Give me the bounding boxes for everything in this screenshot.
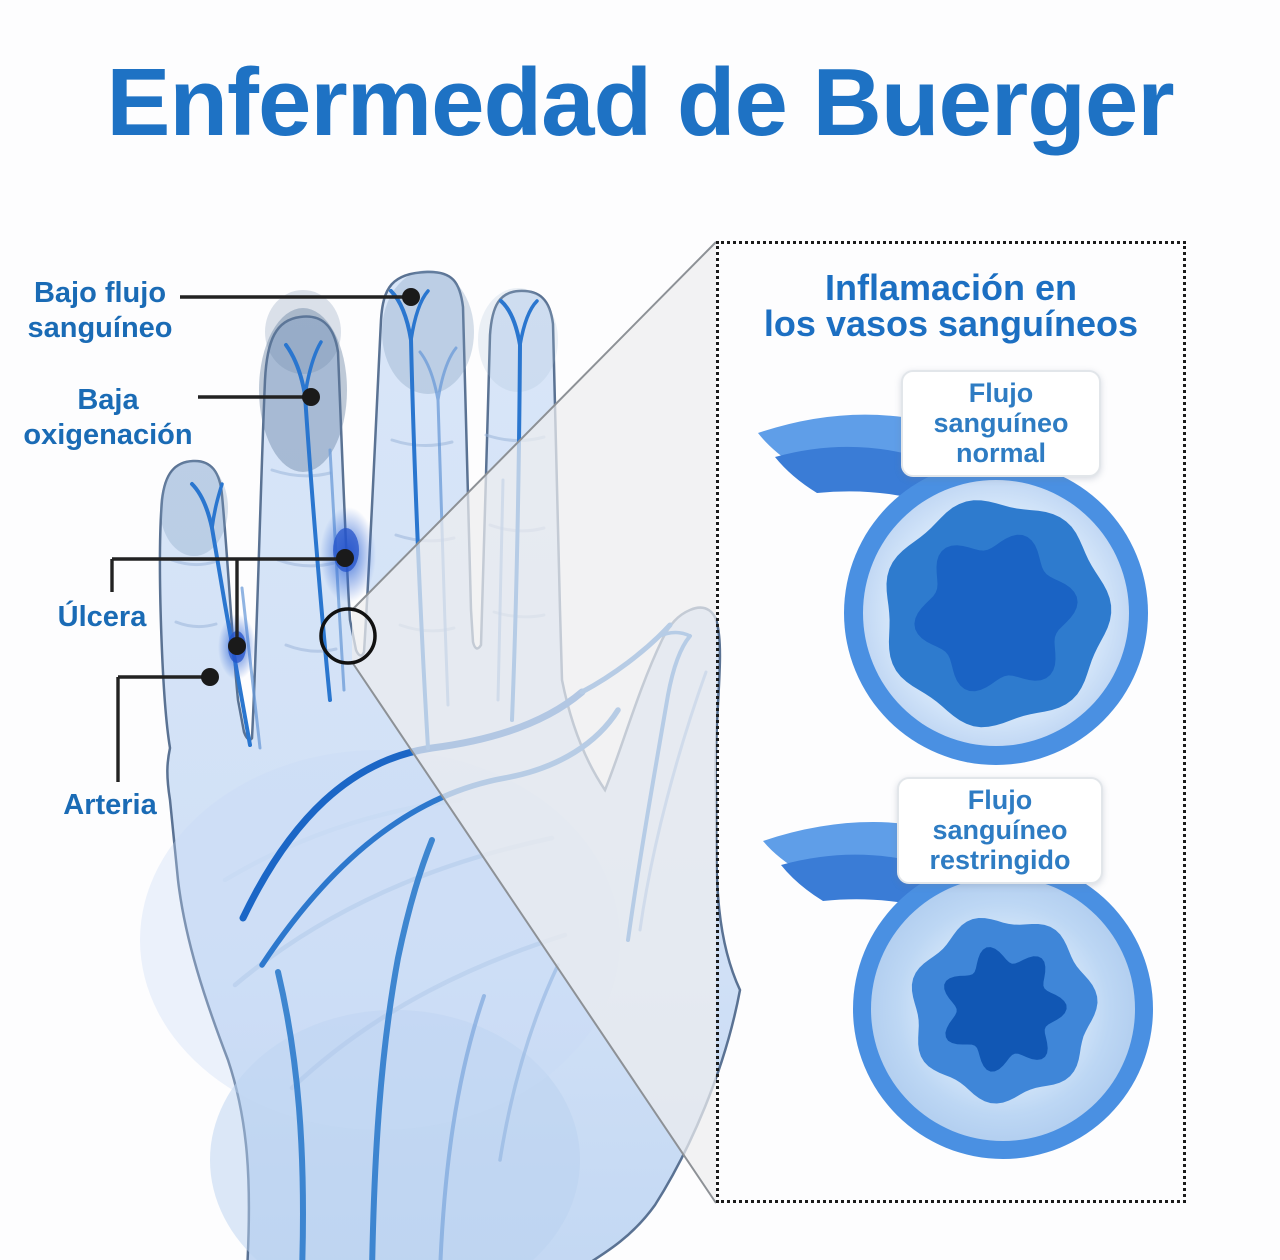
card-line: normal bbox=[955, 438, 1047, 469]
label-line: oxigenación bbox=[23, 419, 193, 452]
vessel-tube-dark bbox=[781, 854, 1074, 989]
vessel-blood-core bbox=[944, 947, 1067, 1072]
label-arteria: Arteria bbox=[54, 788, 166, 823]
inflammation-panel: Inflamación en los vasos sanguíneos Fluj… bbox=[716, 241, 1186, 1203]
vessel-restricted-illustration bbox=[763, 822, 1153, 1159]
label-baja-oxigenacion: Baja oxigenación bbox=[14, 383, 202, 454]
label-bajo-flujo-sanguineo: Bajo flujo sanguíneo bbox=[22, 276, 178, 347]
vessel-normal-card: Flujo sanguíneo normal bbox=[901, 370, 1101, 477]
vessel-restricted-card: Flujo sanguíneo restringido bbox=[897, 777, 1103, 884]
card-line: sanguíneo bbox=[932, 815, 1068, 846]
vessel-normal-illustration bbox=[758, 414, 1148, 765]
vessel-tube-dark bbox=[775, 446, 1068, 585]
label-line: Bajo flujo bbox=[33, 277, 167, 309]
zoom-source-circle bbox=[319, 607, 377, 665]
label-line: Baja bbox=[77, 384, 139, 416]
panel-title-line: Inflamación en bbox=[824, 267, 1078, 308]
zoom-wedge bbox=[351, 241, 717, 1204]
card-line: restringido bbox=[929, 845, 1071, 876]
card-line: Flujo bbox=[968, 378, 1034, 408]
panel-title-line: los vasos sanguíneos bbox=[763, 303, 1139, 344]
label-line: Úlcera bbox=[57, 601, 147, 633]
label-line: sanguíneo bbox=[27, 312, 173, 345]
page-title: Enfermedad de Buerger bbox=[106, 49, 1174, 156]
vessel-blood-core bbox=[914, 534, 1078, 692]
leader-dots bbox=[201, 288, 420, 686]
label-line: Arteria bbox=[63, 789, 157, 821]
card-line: sanguíneo bbox=[933, 408, 1069, 439]
panel-title: Inflamación en los vasos sanguíneos bbox=[719, 270, 1183, 342]
label-ulcera: Úlcera bbox=[50, 600, 154, 635]
card-line: Flujo bbox=[967, 785, 1033, 815]
leader-lines bbox=[110, 295, 411, 782]
